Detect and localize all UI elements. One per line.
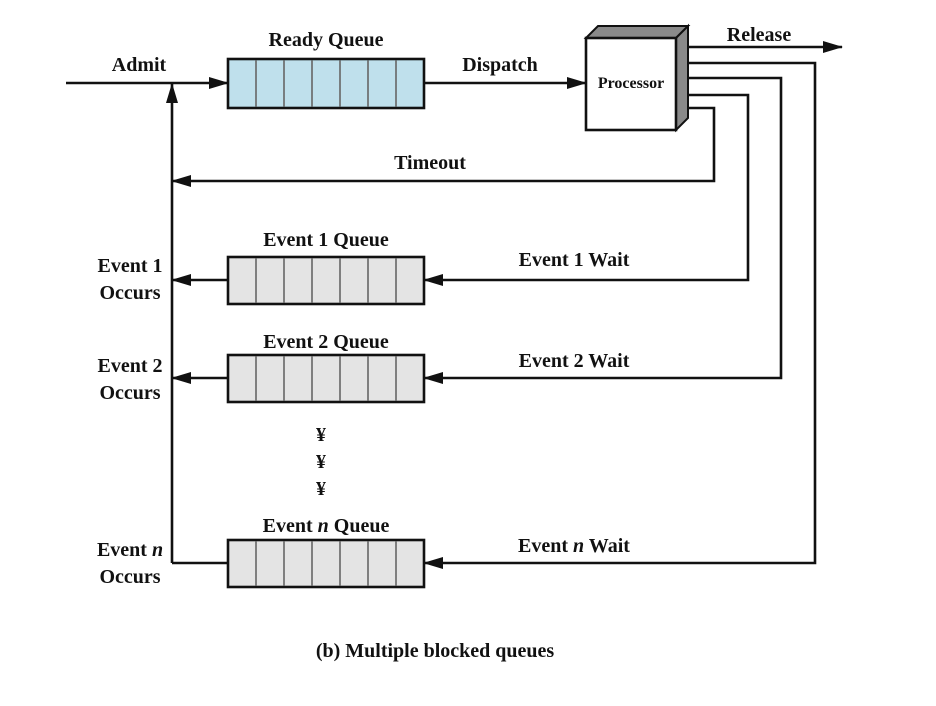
event-1-queue-box	[226, 255, 426, 306]
event-1-queue	[226, 255, 426, 306]
ellipsis-mark-3: ¥	[316, 478, 326, 500]
event-n-wait-label: Event n Wait	[518, 535, 630, 557]
release-label: Release	[727, 24, 792, 46]
ellipsis-mark-2: ¥	[316, 451, 326, 473]
processor-front-face	[584, 36, 678, 132]
ellipsis-mark-1: ¥	[316, 424, 326, 446]
event-2-wait-arrow	[423, 76, 783, 384]
event-1-wait-arrow	[423, 93, 750, 286]
event-n-queue-box	[226, 538, 426, 589]
event-1-wait-label: Event 1 Wait	[519, 249, 630, 271]
ready-queue-box	[226, 57, 426, 110]
event-n-occurs-line1: Event n	[97, 539, 163, 561]
timeout-label: Timeout	[394, 152, 466, 174]
ready-queue	[226, 57, 426, 110]
event-n-occurs-line2: Occurs	[99, 566, 160, 588]
ready-queue-label: Ready Queue	[269, 29, 384, 51]
event-2-wait-label: Event 2 Wait	[519, 350, 630, 372]
processor-side-face	[675, 23, 689, 133]
event-1-queue-label: Event 1 Queue	[263, 229, 389, 251]
event-2-occurs-line2: Occurs	[99, 382, 160, 404]
admit-label: Admit	[112, 54, 167, 76]
diagram-caption: (b) Multiple blocked queues	[316, 640, 555, 662]
event-2-occurs-line1: Event 2	[98, 355, 163, 377]
dispatch-label: Dispatch	[462, 54, 538, 76]
event-n-queue-label: Event n Queue	[263, 515, 390, 537]
event-2-queue-box	[226, 353, 426, 404]
event-n-wait-arrow	[423, 61, 817, 569]
processor-block: Processor	[583, 23, 691, 133]
event-n-queue	[226, 538, 426, 589]
processor-top-face	[583, 25, 691, 39]
event-2-queue	[226, 353, 426, 404]
event-1-occurs-line1: Event 1	[98, 255, 163, 277]
timeout-arrow	[171, 106, 716, 187]
processor-label: Processor	[598, 75, 664, 92]
event-2-queue-label: Event 2 Queue	[263, 331, 389, 353]
event-1-occurs-line2: Occurs	[99, 282, 160, 304]
